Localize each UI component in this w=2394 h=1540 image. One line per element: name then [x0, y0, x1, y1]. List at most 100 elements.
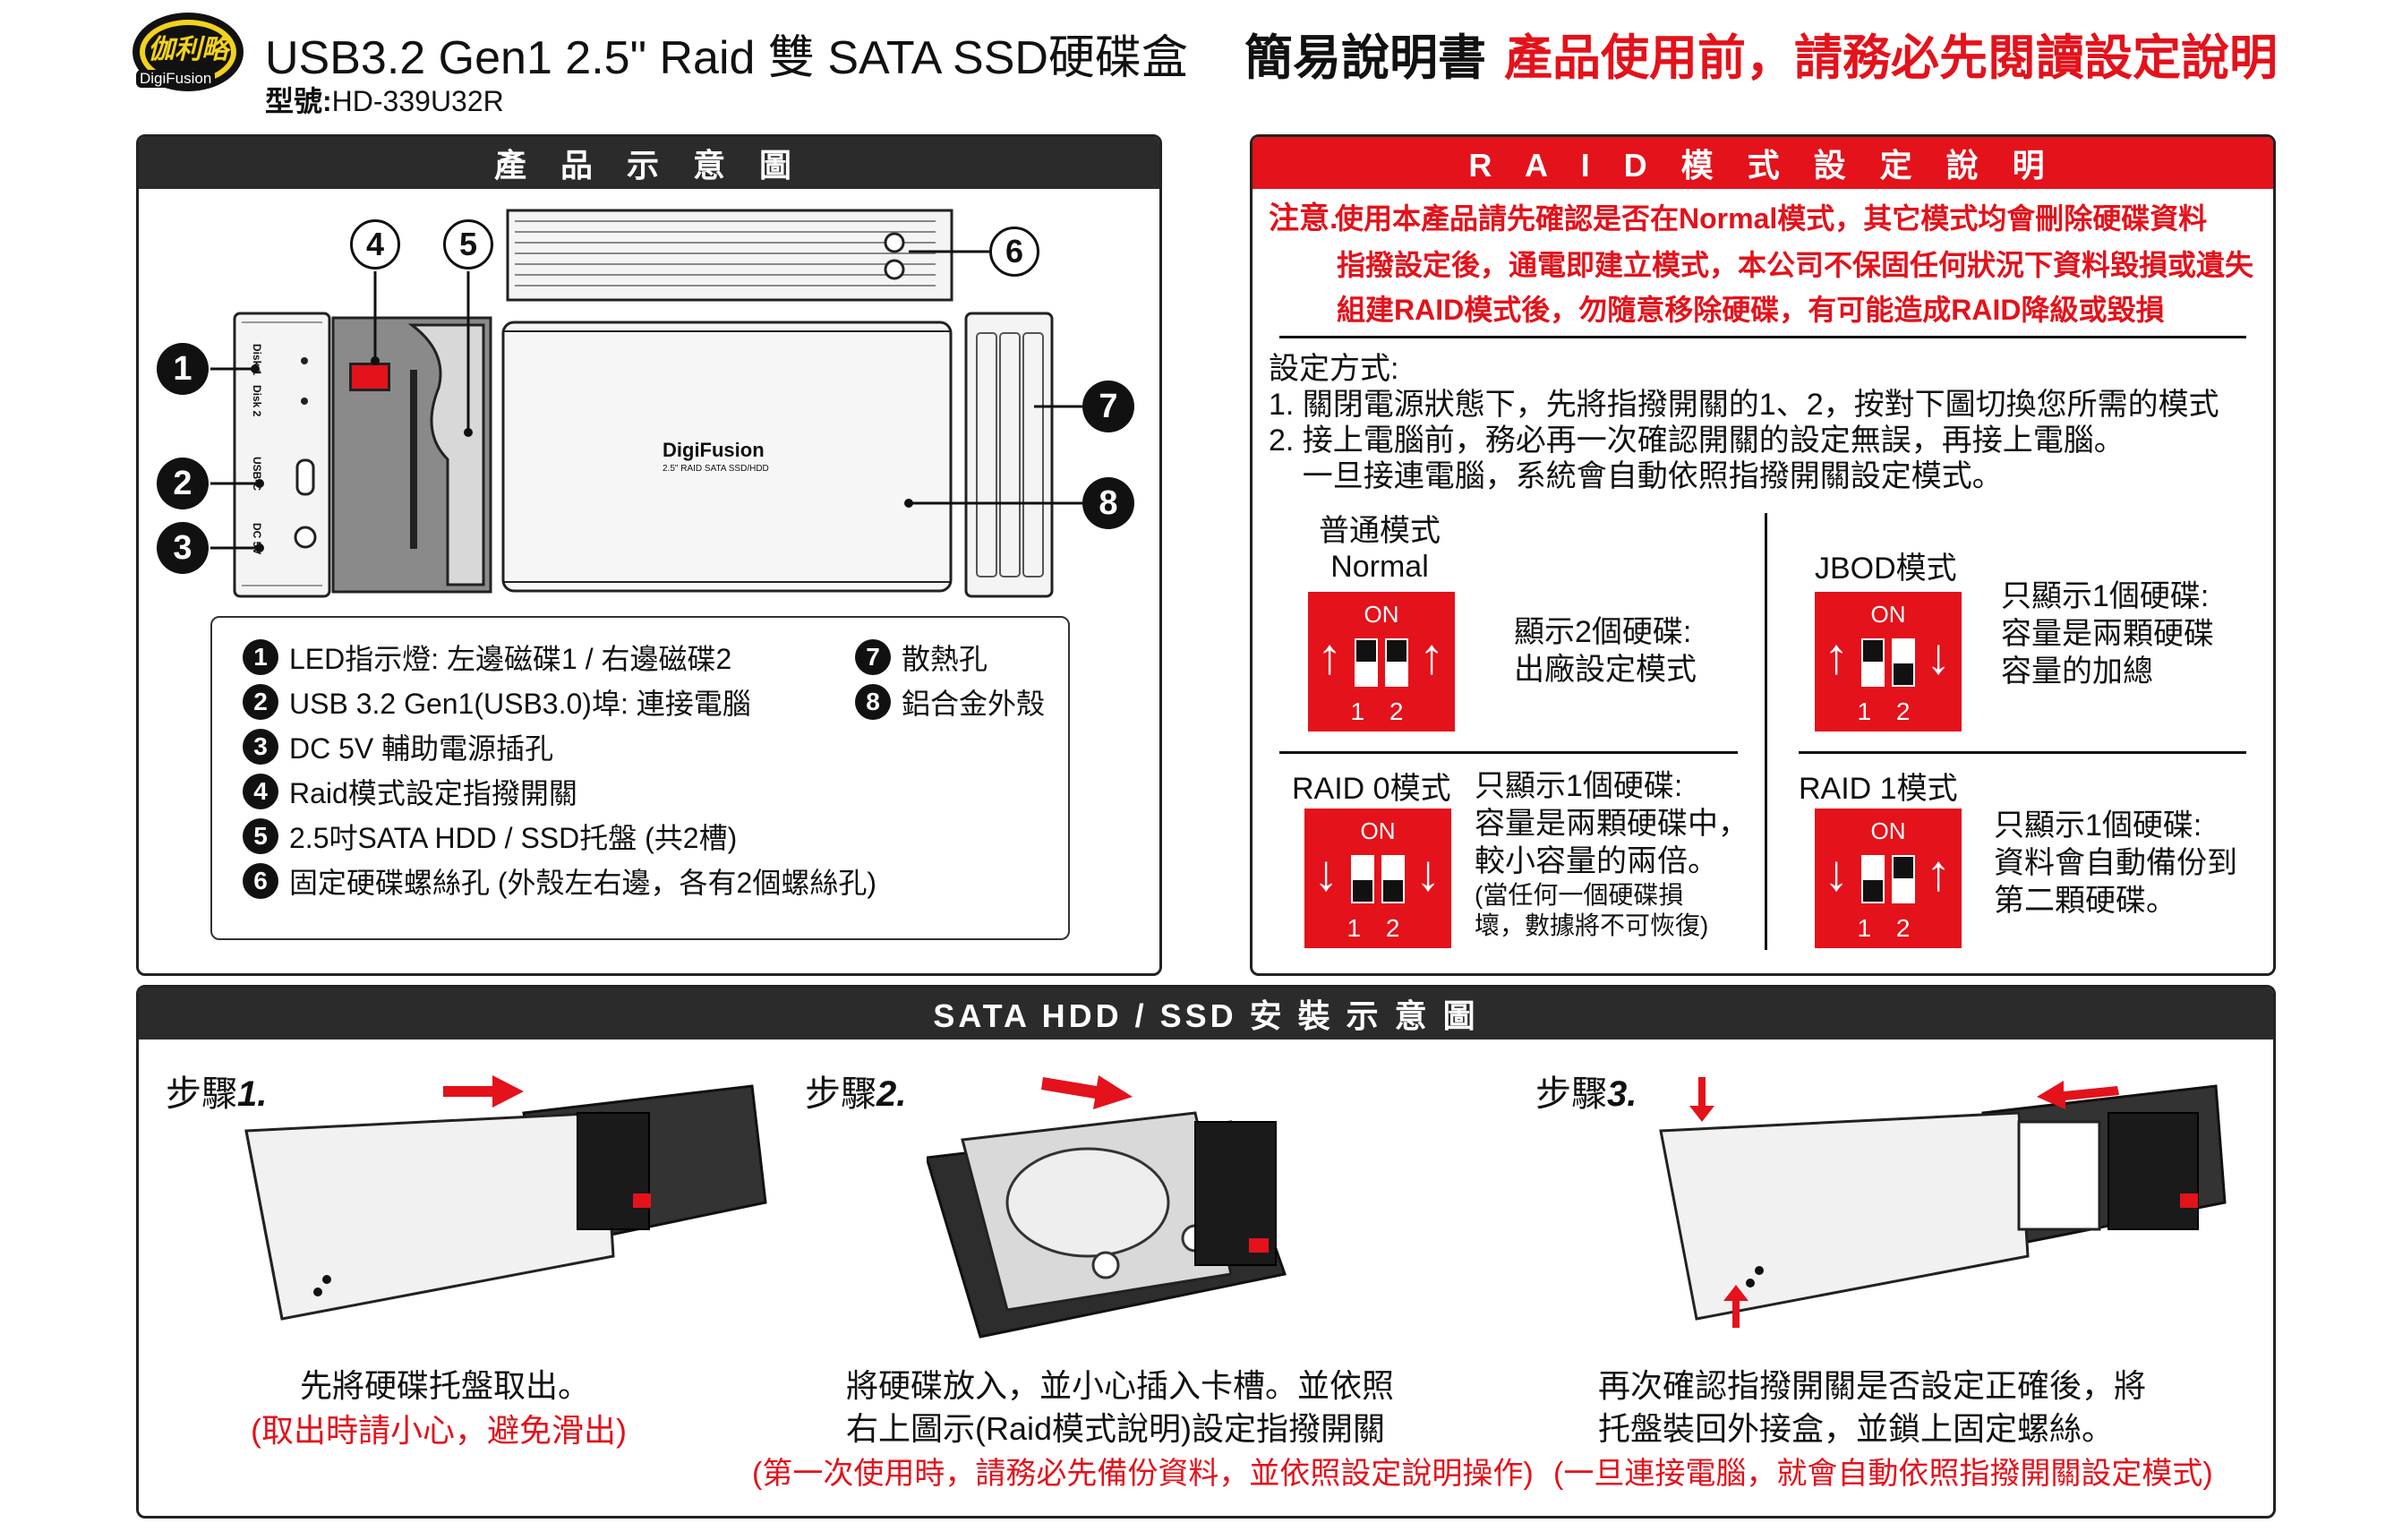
legend-text: Raid模式設定指撥開關	[289, 777, 577, 809]
switch-2	[1381, 855, 1405, 903]
step-1-caption-1: 先將硬碟托盤取出。	[300, 1367, 591, 1404]
model-row: 型號:HD-339U32R	[265, 79, 504, 120]
dip-raid1: ON ↓ ↑ 1 2	[1815, 808, 1962, 948]
mode-raid0-title: RAID 0模式	[1292, 772, 1451, 806]
legend-item-3: 3 DC 5V 輔助電源插孔	[243, 726, 553, 767]
logo-subtext: DigiFusion	[136, 70, 216, 88]
step-num: 1.	[237, 1074, 268, 1114]
arrow-down-icon: ↓	[1926, 628, 1951, 684]
model-label: 型號:	[265, 85, 332, 117]
callout-6: 6	[989, 227, 1039, 277]
notice-divider	[1279, 336, 2246, 338]
dip-on-label: ON	[1360, 817, 1396, 844]
legend-item-7: 7 散熱孔	[855, 637, 988, 678]
step-word: 步驟	[166, 1074, 237, 1114]
mode-jbod-desc-3: 容量的加總	[2001, 654, 2153, 689]
callout-7: 7	[1082, 381, 1134, 432]
switch-1	[1351, 855, 1374, 903]
case-front-view: Disk 1 Disk 2 USB-C DC 5V	[233, 312, 331, 598]
case-top-view	[506, 209, 953, 302]
switch-2	[1385, 638, 1408, 687]
notice-line-3: 組建RAID模式後，勿隨意移除硬碟，有可能造成RAID降級或毀損	[1337, 294, 2165, 326]
legend-num: 4	[243, 774, 278, 809]
mode-normal-desc-1: 顯示2個硬碟:	[1514, 615, 1692, 649]
legend-text: 固定硬碟螺絲孔 (外殼左右邊，各有2個螺絲孔)	[289, 867, 877, 899]
dip-on-label: ON	[1870, 817, 1906, 844]
step-2-label: 步驟2.	[805, 1065, 906, 1116]
step-word: 步驟	[1535, 1074, 1607, 1114]
callout-2: 2	[157, 458, 209, 509]
switch-1	[1861, 855, 1885, 903]
notice-line-1: 使用本產品請先確認是否在Normal模式，其它模式均會刪除硬碟資料	[1335, 202, 2208, 235]
mode-raid0-desc-5: 壞，數據將不可恢復)	[1475, 911, 1709, 939]
install-panel-title: SATA HDD / SSD 安 裝 示 意 圖	[139, 988, 2273, 1040]
raid-dip-switch	[349, 363, 390, 391]
step-3-illustration	[1659, 1077, 2227, 1328]
switch-1	[1355, 638, 1378, 687]
step-2-illustration	[927, 1075, 1287, 1339]
legend-num: 7	[855, 639, 891, 675]
legend-text: DC 5V 輔助電源插孔	[289, 732, 554, 765]
callout-5: 5	[443, 219, 493, 270]
legend-num: 3	[243, 729, 278, 765]
setup-line-2: 2. 接上電腦前，務必再一次確認開關的設定無誤，再接上電腦。	[1269, 424, 2125, 458]
step-3-label: 步驟3.	[1535, 1065, 1637, 1116]
legend-text: 鋁合金外殼	[902, 688, 1046, 720]
port-label-disk2: Disk 2	[251, 385, 263, 417]
case-brand: DigiFusion	[663, 439, 765, 461]
mode-jbod-desc-2: 容量是兩顆硬碟	[2001, 617, 2214, 651]
legend-num: 8	[855, 684, 891, 720]
switch-2	[1892, 855, 1915, 903]
mode-normal-zh: 普通模式	[1319, 514, 1441, 548]
mode-normal-desc-2: 出廠設定模式	[1514, 653, 1697, 687]
notice-prefix: 注意.	[1269, 201, 1338, 235]
model-number: HD-339U32R	[331, 85, 504, 117]
dip-raid0: ON ↓ ↓ 1 2	[1304, 808, 1451, 948]
mode-normal-title: 普通模式 Normal	[1319, 513, 1441, 585]
legend-item-4: 4 Raid模式設定指撥開關	[243, 771, 577, 812]
dip-numbers: 1 2	[1857, 697, 1919, 725]
step-2-caption-2: 右上圖示(Raid模式說明)設定指撥開關	[846, 1410, 1386, 1447]
step-num: 3.	[1607, 1074, 1637, 1114]
step-3-caption-2: 托盤裝回外接盒，並鎖上固定螺絲。	[1598, 1410, 2115, 1447]
step-1-note: (取出時請小心，避免滑出)	[251, 1412, 627, 1449]
mode-jbod-title: JBOD模式	[1815, 552, 1957, 586]
logo-text: 伽利略	[148, 35, 228, 64]
legend-text: LED指示燈: 左邊磁碟1 / 右邊磁碟2	[289, 643, 732, 675]
mode-raid1-title: RAID 1模式	[1799, 772, 1958, 806]
installation-panel: SATA HDD / SSD 安 裝 示 意 圖 步驟1. 先將硬碟托盤取出。 …	[136, 985, 2276, 1519]
step-1-label: 步驟1.	[166, 1065, 267, 1116]
step-num: 2.	[876, 1074, 907, 1114]
legend-num: 5	[243, 818, 278, 854]
mode-raid0-desc-1: 只顯示1個硬碟:	[1475, 769, 1683, 803]
legend-text: 散熱孔	[902, 643, 988, 675]
step-2-caption-1: 將硬碟放入，並小心插入卡槽。並依照	[846, 1367, 1395, 1404]
legend-item-8: 8 鋁合金外殼	[855, 681, 1045, 723]
mode-divider-vertical	[1765, 513, 1767, 950]
mode-raid1-desc-3: 第二顆硬碟。	[1994, 884, 2176, 918]
dip-normal: ON ↑ ↑ 1 2	[1308, 592, 1455, 732]
callout-1: 1	[157, 343, 209, 395]
warning-title: 產品使用前，請務必先閱讀設定說明	[1504, 31, 2278, 85]
brand-logo: 伽利略 DigiFusion	[125, 7, 246, 106]
legend-text: USB 3.2 Gen1(USB3.0)埠: 連接電腦	[289, 688, 751, 720]
arrow-up-icon: ↑	[1419, 628, 1444, 684]
dip-numbers: 1 2	[1347, 914, 1409, 942]
product-panel-title: 產 品 示 意 圖	[139, 137, 1159, 189]
callout-4: 4	[350, 219, 400, 270]
arrow-up-icon: ↑	[1926, 844, 1951, 901]
mode-raid0-desc-4: (當任何一個硬碟損	[1475, 881, 1684, 909]
notice-line-2: 指撥設定後，通電即建立模式，本公司不保固任何狀況下資料毀損或遺失	[1337, 249, 2254, 281]
callout-8: 8	[1082, 477, 1134, 529]
legend-box	[210, 616, 1070, 940]
callout-lines	[210, 250, 1082, 552]
legend-text: 2.5吋SATA HDD / SSD托盤 (共2槽)	[289, 822, 738, 854]
drive-tray	[331, 316, 492, 594]
dip-on-label: ON	[1364, 601, 1399, 628]
callout-3: 3	[157, 522, 209, 574]
setup-line-1: 1. 關閉電源狀態下，先將指撥開關的1、2，按對下圖切換您所需的模式	[1269, 388, 2219, 422]
product-diagram-panel: 產 品 示 意 圖 Disk 1 Disk 2 USB-C DC 5	[136, 134, 1162, 976]
